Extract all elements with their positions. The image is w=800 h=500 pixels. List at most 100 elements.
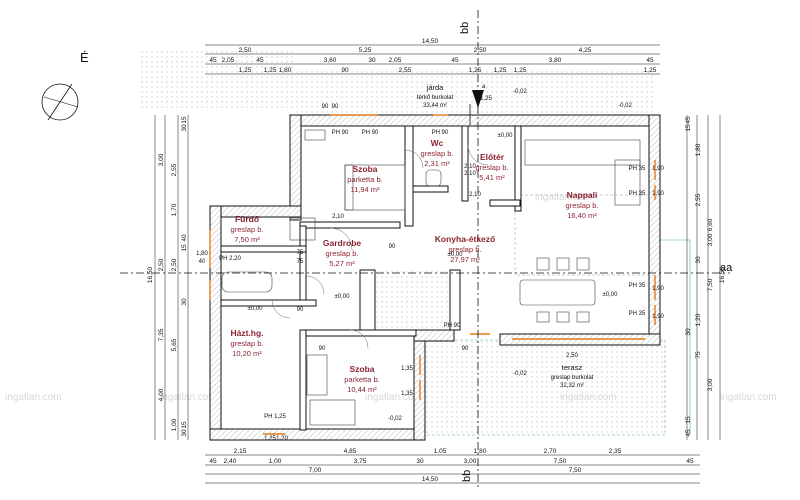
inner-walls	[220, 125, 522, 431]
dimension-label-top: 45	[256, 57, 264, 64]
room-name-konyha: Konyha-étkező	[435, 234, 495, 244]
dimension-label-right: 15	[685, 416, 692, 424]
opening-label: PH 1,25	[264, 414, 286, 420]
room-area-gardrobe: 5,27 m²	[329, 259, 355, 268]
dimension-label-top: 2,55	[399, 67, 412, 74]
dimension-label-left: 30	[181, 429, 188, 437]
dimension-label-left: 15	[181, 116, 188, 124]
section-mark-aa: aa	[720, 262, 733, 274]
dimension-label-bottom: 7,50	[554, 458, 567, 465]
opening-label: 90	[297, 307, 304, 313]
dimension-label-bottom: 2,40	[224, 458, 237, 465]
dimension-label-bottom: 1,00	[269, 458, 282, 465]
opening-label: 2,10	[464, 171, 476, 177]
level-label: ±0,00	[498, 133, 514, 139]
dimension-label-right: 15	[685, 124, 692, 132]
misc-dimension-label: 40	[199, 259, 206, 265]
dimension-label-bottom: 3,75	[354, 458, 367, 465]
room-area-furdo: 7,50 m²	[234, 235, 260, 244]
watermark-text: ingatlan.com	[5, 392, 62, 403]
exterior-name-terasz: terasz	[562, 363, 583, 372]
dimension-label-bottom: 7,00	[309, 467, 322, 474]
watermark-text: ingatlan.com	[160, 392, 217, 403]
room-area-szoba1: 11,94 m²	[350, 185, 380, 194]
room-name-haztb: Házt.hg.	[230, 328, 263, 338]
dimension-label-top: 2,05	[389, 57, 402, 64]
misc-dimension-label: 1,25	[480, 96, 492, 102]
opening-label: 90	[462, 346, 469, 352]
dimension-label-bottom: 2,15	[234, 448, 247, 455]
dimension-label-right: 45	[685, 429, 692, 437]
compass-icon: É	[41, 50, 89, 121]
section-mark-bb-bottom: bb	[461, 470, 473, 482]
dimension-label-bottom: 1,05	[434, 448, 447, 455]
dimension-lines	[154, 44, 721, 484]
room-material-furdo: greslap b.	[231, 225, 264, 234]
room-material-eloter: greslap b.	[476, 163, 509, 172]
exterior-material-terasz: greslap burkolat	[551, 375, 594, 381]
dimension-label-top: 2,05	[222, 57, 235, 64]
dimension-label-left: 4,00	[158, 388, 165, 401]
watermark-text: ingatlan.com	[365, 392, 422, 403]
dimension-label-right: 3,00	[707, 233, 714, 246]
dimension-label-left: 1,70	[171, 203, 178, 216]
opening-label: 1,90	[652, 166, 664, 172]
watermark-text: ingatlan.com	[535, 192, 592, 203]
opening-label: 2,10	[469, 192, 481, 198]
dimension-label-top: 1,25	[644, 67, 657, 74]
dimension-label-top: 2,50	[474, 47, 487, 54]
door-swings	[271, 104, 489, 349]
dimension-label-top: 45	[646, 57, 654, 64]
exterior-name-jarda: járda	[426, 83, 445, 92]
dimension-label-top: 2,50	[239, 47, 252, 54]
dimension-label-right: 16,50	[719, 266, 726, 283]
opening-label: 75	[297, 259, 304, 265]
dimension-label-top: 30	[368, 57, 376, 64]
dimension-label-bottom: 7,50	[569, 467, 582, 474]
dimension-label-left: 3,00	[158, 153, 165, 166]
dimension-label-left: 15	[181, 244, 188, 252]
opening-labels: ±0,00-0,02-0,02±0,00±0,00±0,00±0,00-0,02…	[196, 89, 664, 442]
room-name-furdo: Fürdő	[235, 214, 259, 224]
room-area-nappali: 16,40 m²	[567, 211, 597, 220]
dimension-label-left: 5,65	[171, 338, 178, 351]
dimension-label-bottom: 3,00	[464, 458, 477, 465]
room-material-haztb: greslap b.	[231, 339, 264, 348]
watermark-text: ingatlan.com	[720, 392, 777, 403]
misc-dimension-label: 1,20	[276, 436, 288, 442]
opening-label: 1,35	[401, 366, 413, 372]
dimension-label-right: 6,60	[707, 218, 714, 231]
opening-label: 90	[322, 104, 329, 110]
level-label: -0,02	[618, 103, 632, 109]
opening-label: PH 90	[332, 130, 349, 136]
dimension-label-left: 2,50	[171, 258, 178, 271]
dimension-label-left: 2,50	[158, 258, 165, 271]
dimension-label-right: 7,50	[707, 278, 714, 291]
opening-label: 90	[319, 346, 326, 352]
dimension-label-top: 1,25	[264, 67, 277, 74]
opening-label: PH 35	[629, 283, 646, 289]
furniture	[221, 129, 641, 426]
paving-area	[140, 50, 295, 110]
room-name-szoba2: Szoba	[349, 364, 374, 374]
room-area-eloter: 5,41 m²	[479, 173, 505, 182]
misc-dimension-label: 1,25	[264, 436, 276, 442]
opening-label: PH 35	[629, 166, 646, 172]
compass-north-label: É	[80, 50, 89, 65]
dimension-label-left: 1,00	[171, 418, 178, 431]
dimension-label-right: 3,00	[707, 378, 714, 391]
room-name-eloter: Előtér	[480, 152, 505, 162]
dimension-label-left: 7,35	[158, 328, 165, 341]
room-material-konyha: greslap b.	[449, 245, 482, 254]
level-label: -0,02	[513, 89, 527, 95]
dimension-label-bottom: 2,35	[609, 448, 622, 455]
dimension-label-right: 30	[695, 256, 702, 264]
opening-label: 2,10	[464, 164, 476, 170]
level-label: ±0,00	[248, 306, 264, 312]
opening-label: 1,35	[401, 391, 413, 397]
misc-dimension-label: 1,80	[196, 251, 208, 257]
dimension-label-bottom: 30	[416, 458, 424, 465]
opening-label: 1,90	[652, 286, 664, 292]
terasz-area	[419, 339, 666, 436]
